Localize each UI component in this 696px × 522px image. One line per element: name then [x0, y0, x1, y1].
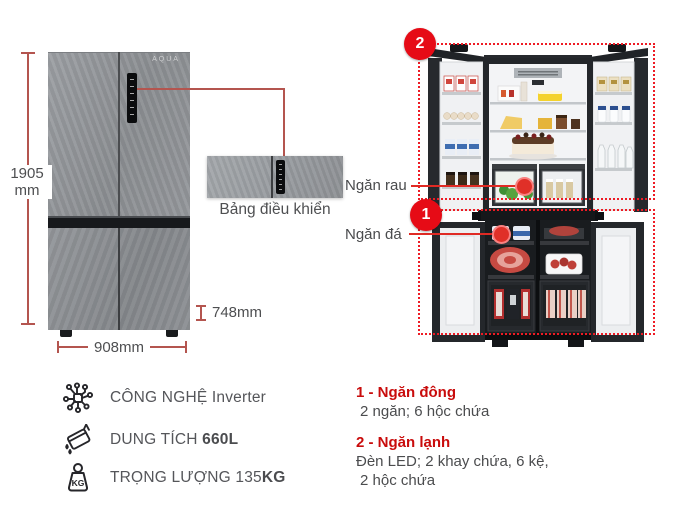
feature-text-plain: TRỌNG LƯỢNG 135	[110, 469, 262, 486]
control-panel-strip	[127, 73, 137, 123]
note-line: 2 hộc chứa	[360, 472, 436, 489]
freezer-bottom-drawer-left	[487, 280, 535, 332]
freezer-cavity	[485, 220, 591, 347]
freezer-right-door-open	[591, 222, 644, 342]
note-title: 2 - Ngăn lạnh	[356, 434, 451, 451]
feature-text-bold: 660L	[202, 431, 239, 448]
panel-connector-line	[137, 88, 284, 90]
weight-icon-kg-text: KG	[72, 478, 85, 488]
feature-text-plain: DUNG TÍCH	[110, 431, 203, 448]
control-panel-caption: Bảng điều khiển	[219, 201, 331, 218]
freezer-bottom-drawer-right	[539, 280, 590, 332]
freezer-compartment-badge: 1	[410, 199, 442, 231]
vegetable-drawer-label: Ngăn rau	[345, 177, 407, 194]
note-line: Đèn LED; 2 khay chứa, 6 kệ,	[356, 453, 549, 470]
fridge-compartment-badge: 2	[404, 28, 436, 60]
depth-dimension-label: 748mm	[212, 304, 263, 321]
dimension-cap	[196, 305, 206, 307]
feature-inverter: CÔNG NGHỆ Inverter	[58, 380, 266, 416]
vegetable-callout-dot	[515, 177, 534, 196]
door-seam	[271, 156, 273, 198]
ice-compartment-label: Ngăn đá	[345, 226, 402, 243]
feature-text-plain: CÔNG NGHỆ Inverter	[110, 389, 267, 406]
note-title: 1 - Ngăn đông	[356, 384, 456, 401]
freezer-compartment-outline	[418, 209, 655, 335]
capacity-icon	[58, 424, 98, 456]
fridge-handle-band	[48, 216, 190, 230]
freezer-left-door-open	[432, 222, 485, 342]
feature-text-bold: KG	[261, 469, 286, 486]
depth-dimension-line	[200, 306, 202, 321]
fridge-foot	[166, 330, 178, 337]
fridge-foot	[60, 330, 72, 337]
feature-capacity: DUNG TÍCH 660L	[58, 422, 238, 458]
fridge-right-door-open	[592, 58, 648, 212]
control-panel-zoom	[276, 160, 285, 194]
fridge-compartment-outline	[418, 43, 655, 200]
dimension-cap	[185, 341, 187, 353]
open-fridge-illustration	[428, 44, 648, 347]
dimension-cap	[21, 52, 35, 54]
compartment-notes: 1 - Ngăn đông 2 ngăn; 6 hộc chứa 2 - Ngă…	[356, 384, 656, 490]
dimension-cap	[57, 341, 59, 353]
fridge-cavity	[483, 58, 593, 214]
height-dimension-label: 1905 mm	[2, 165, 52, 199]
width-dimension-label: 908mm	[88, 339, 151, 356]
note-fridge: 2 - Ngăn lạnh Đèn LED; 2 khay chứa, 6 kệ…	[356, 434, 656, 490]
ice-callout-line	[409, 233, 495, 235]
fridge-freezer-divider	[478, 210, 598, 221]
fridge-front-view: AQUA	[48, 52, 190, 337]
door-seam	[118, 228, 120, 330]
inverter-icon	[58, 382, 98, 414]
door-seam	[118, 52, 120, 216]
vegetable-callout-line	[411, 185, 518, 187]
brand-logo: AQUA	[152, 56, 180, 63]
note-freezer: 1 - Ngăn đông 2 ngăn; 6 hộc chứa	[356, 384, 656, 421]
note-line: 2 ngăn; 6 hộc chứa	[360, 403, 490, 420]
dimension-cap	[196, 319, 206, 321]
feature-weight: KG TRỌNG LƯỢNG 135KG	[58, 460, 286, 496]
ice-callout-dot	[492, 225, 511, 244]
panel-connector-line	[283, 88, 285, 156]
control-panel-inset	[207, 156, 343, 198]
weight-icon: KG	[58, 461, 98, 495]
dimension-cap	[21, 323, 35, 325]
